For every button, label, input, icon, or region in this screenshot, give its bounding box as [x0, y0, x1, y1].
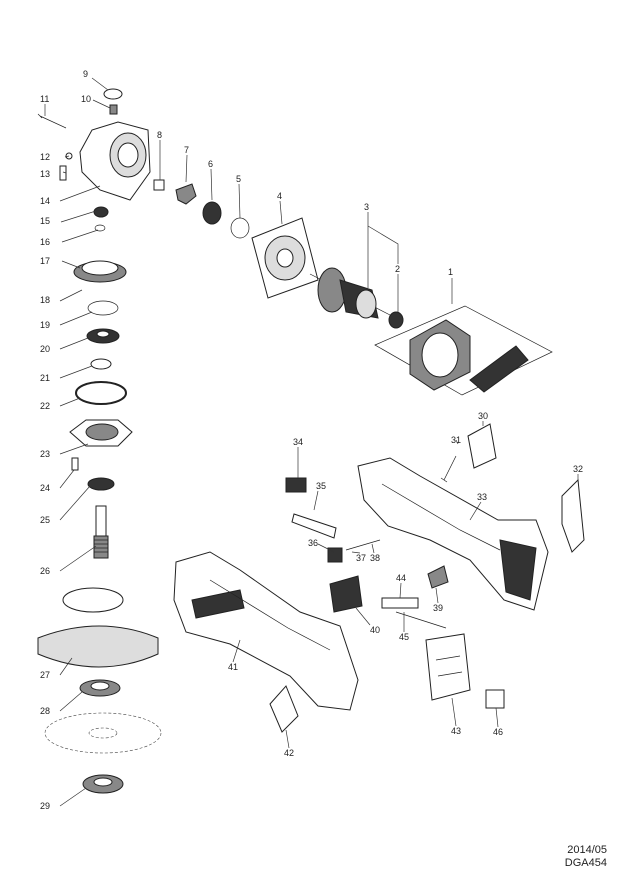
- part-label-34: 34: [293, 437, 303, 447]
- part-label-44: 44: [396, 573, 406, 583]
- part-21-flat-washer: [90, 358, 112, 370]
- gear-housing: [79, 121, 151, 201]
- part-32-cover: [561, 478, 585, 553]
- part-label-36: 36: [308, 538, 318, 548]
- part-40-controller: [329, 575, 363, 613]
- part-label-16: 16: [40, 237, 50, 247]
- part-label-8: 8: [157, 130, 162, 140]
- part-19-retaining-ring: [87, 300, 119, 316]
- part-24-screw: [71, 457, 79, 471]
- part-label-22: 22: [40, 401, 50, 411]
- part-11-long-screw: [37, 113, 67, 129]
- part-label-24: 24: [40, 483, 50, 493]
- part-23-bearing-box: [69, 419, 133, 447]
- part-label-30: 30: [478, 411, 488, 421]
- part-label-10: 10: [81, 94, 91, 104]
- part-label-19: 19: [40, 320, 50, 330]
- part-label-13: 13: [40, 169, 50, 179]
- part-label-9: 9: [83, 69, 88, 79]
- part-25-rubber-ring: [87, 477, 115, 491]
- part-20-bearing: [86, 328, 120, 344]
- part-label-15: 15: [40, 216, 50, 226]
- part-16-ring: [94, 224, 106, 232]
- part-label-26: 26: [40, 566, 50, 576]
- part-42-side-cover: [269, 685, 299, 733]
- part-22-o-ring: [75, 381, 127, 405]
- part-label-3: 3: [364, 202, 369, 212]
- part-label-21: 21: [40, 373, 50, 383]
- part-label-27: 27: [40, 670, 50, 680]
- part-7-pinion-gear: [175, 183, 197, 205]
- part-label-40: 40: [370, 625, 380, 635]
- part-31-screw: [440, 455, 457, 483]
- part-29-lock-nut: [82, 774, 124, 794]
- part-label-42: 42: [284, 748, 294, 758]
- grinding-wheel-outline: [44, 712, 162, 754]
- revision-date: 2014/05: [567, 844, 607, 856]
- part-4-bearing-box: [251, 217, 319, 299]
- part-label-20: 20: [40, 344, 50, 354]
- part-label-33: 33: [477, 492, 487, 502]
- part-2-bearing: [388, 311, 404, 329]
- part-8-lever: [153, 179, 165, 191]
- parts-layer: [37, 88, 585, 794]
- part-label-45: 45: [399, 632, 409, 642]
- part-label-7: 7: [184, 145, 189, 155]
- part-label-32: 32: [573, 464, 583, 474]
- part-label-35: 35: [316, 481, 326, 491]
- part-label-6: 6: [208, 159, 213, 169]
- part-27-wheel-guard: [37, 587, 159, 668]
- part-label-43: 43: [451, 726, 461, 736]
- part-label-39: 39: [433, 603, 443, 613]
- part-labels: 1 2 3 4 5 6 7 8 9 10 11 12 13 14 15 16 1…: [40, 69, 583, 811]
- part-17-bevel-gear: [73, 260, 127, 283]
- part-label-31: 31: [451, 435, 461, 445]
- part-label-41: 41: [228, 662, 238, 672]
- part-label-2: 2: [395, 264, 400, 274]
- part-34-switch-lever: [285, 477, 307, 493]
- part-39-lamp: [427, 565, 449, 589]
- part-36-lock-off-button: [327, 547, 343, 563]
- part-1-stator-assembly: [374, 305, 553, 396]
- part-label-46: 46: [493, 727, 503, 737]
- part-3-armature: [309, 267, 393, 319]
- part-label-38: 38: [370, 553, 380, 563]
- part-43-battery-terminal: [425, 633, 471, 701]
- part-label-11: 11: [40, 94, 49, 104]
- part-30-name-plate: [467, 423, 497, 469]
- part-label-17: 17: [40, 256, 50, 266]
- model-number: DGA454: [564, 857, 607, 869]
- part-label-12: 12: [40, 152, 50, 162]
- part-10-screw: [109, 104, 118, 115]
- part-label-28: 28: [40, 706, 50, 716]
- part-label-4: 4: [277, 191, 282, 201]
- part-6-bearing: [202, 201, 222, 225]
- part-46-label: [485, 689, 505, 709]
- part-label-18: 18: [40, 295, 50, 305]
- part-label-5: 5: [236, 174, 241, 184]
- part-label-23: 23: [40, 449, 50, 459]
- part-35-switch: [291, 513, 337, 539]
- part-15-bearing: [93, 206, 109, 218]
- part-26-spindle: [93, 505, 109, 559]
- part-5-o-ring: [230, 217, 250, 239]
- part-41-housing-left: [173, 551, 359, 711]
- part-label-25: 25: [40, 515, 50, 525]
- part-label-14: 14: [40, 196, 50, 206]
- part-9-wing-bolt: [103, 88, 123, 100]
- part-label-1: 1: [448, 267, 453, 277]
- part-label-29: 29: [40, 801, 50, 811]
- leader-lines: [44, 77, 579, 807]
- part-33-housing-right: [357, 457, 549, 611]
- part-37-38-spring: [345, 539, 381, 551]
- part-28-inner-flange: [79, 679, 121, 697]
- part-label-37: 37: [356, 553, 366, 563]
